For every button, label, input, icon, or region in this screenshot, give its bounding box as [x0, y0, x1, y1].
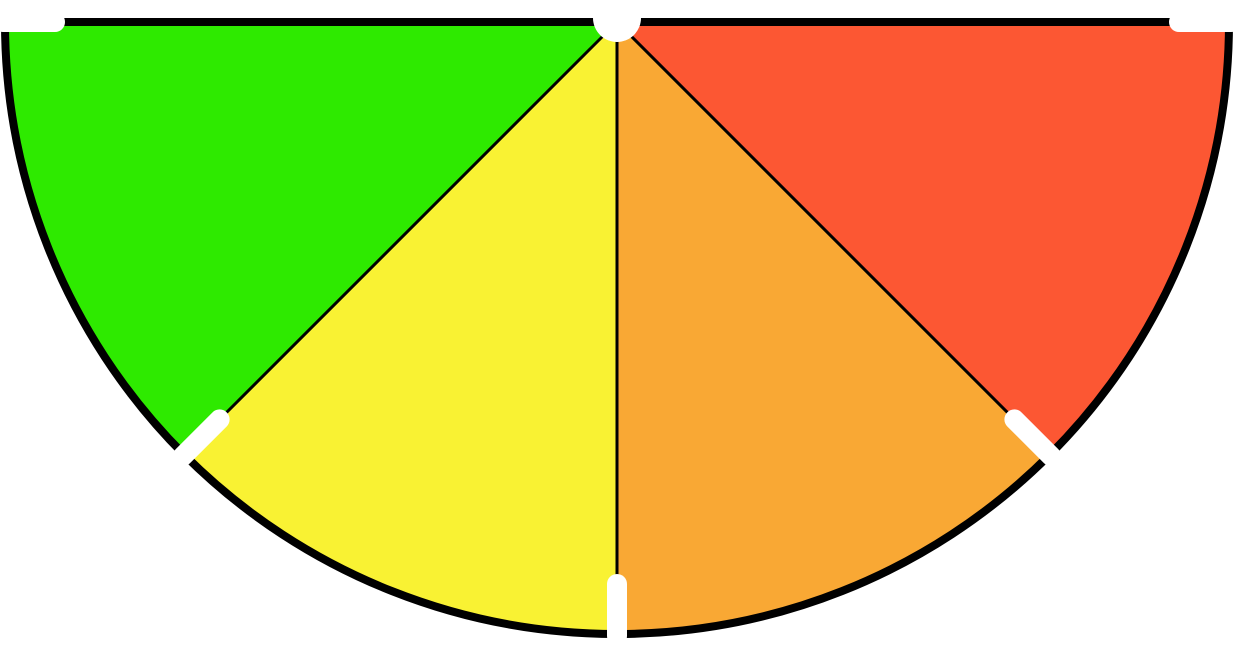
gauge-segment-red	[617, 22, 1229, 455]
gauge-divider	[615, 20, 1051, 456]
gauge-segment-yellow	[184, 22, 617, 634]
gauge-tick-marker	[172, 409, 230, 467]
gauge-segments	[5, 22, 1229, 634]
gauge-segment-orange	[617, 22, 1050, 634]
gauge-segment-green	[5, 22, 617, 455]
gauge-dividers	[183, 20, 1051, 634]
gauge-divider	[183, 20, 619, 456]
gauge-tick-marker	[1004, 409, 1062, 467]
gauge-outline	[0, 18, 1234, 638]
gauge-center-hub	[593, 0, 641, 42]
